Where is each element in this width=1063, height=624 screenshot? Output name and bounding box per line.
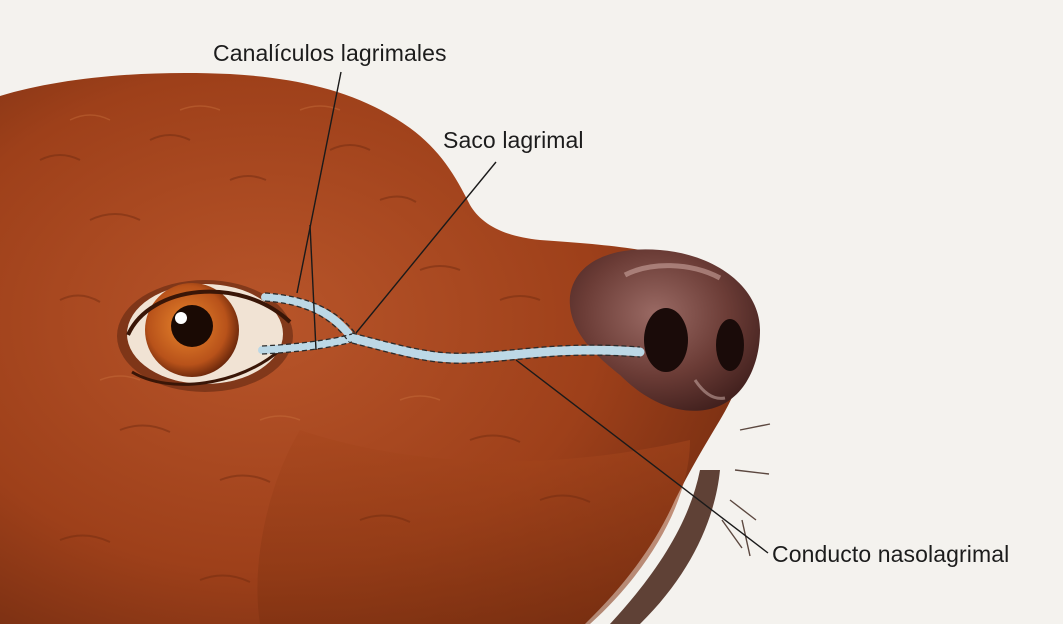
label-saco-lagrimal: Saco lagrimal: [443, 127, 584, 154]
label-conducto-nasolagrimal: Conducto nasolagrimal: [772, 541, 1009, 568]
label-canaliculos-lagrimales: Canalículos lagrimales: [213, 40, 447, 67]
